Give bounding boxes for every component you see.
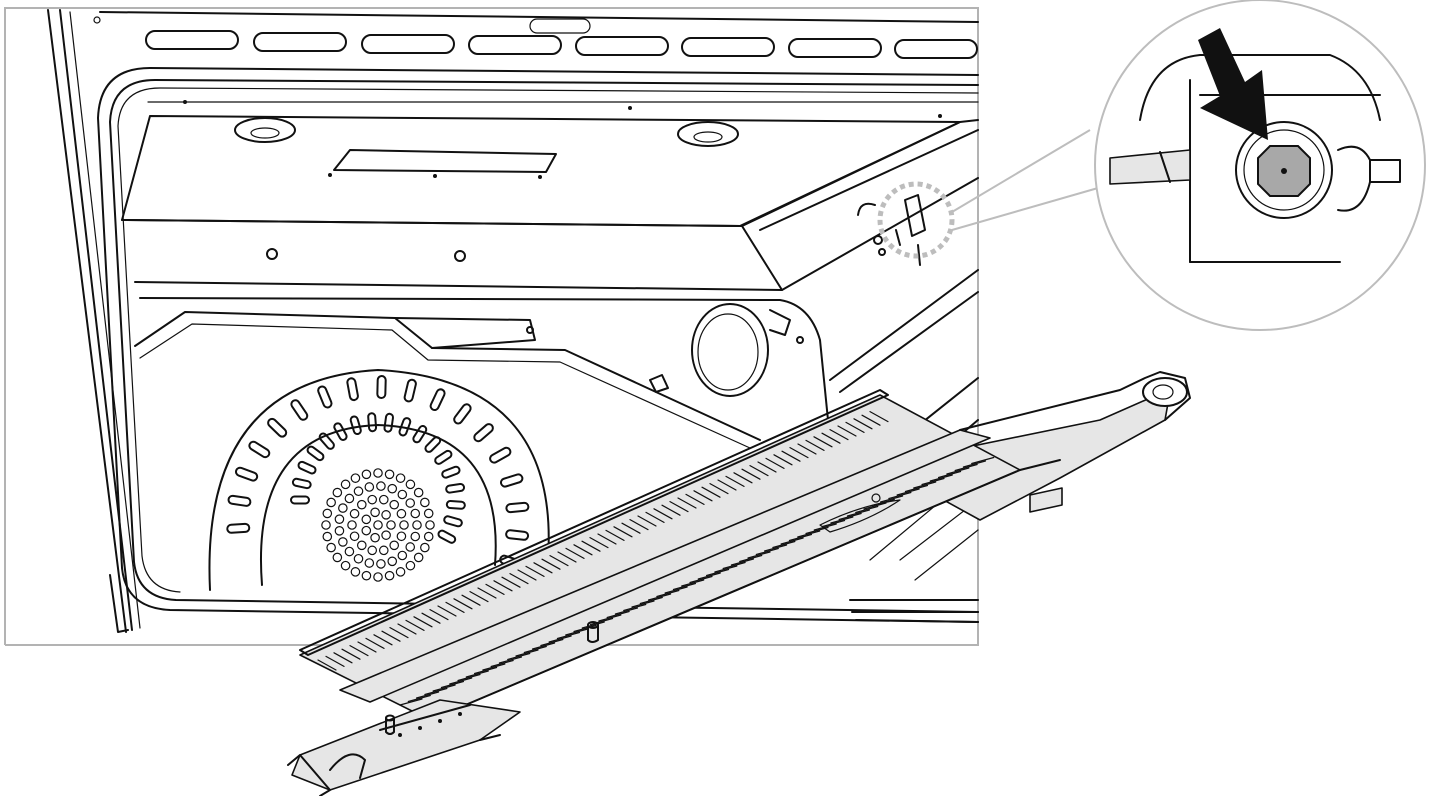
convection-fan-cover — [208, 369, 550, 596]
telescopic-rack-slide — [287, 371, 1191, 796]
press-arrow-icon — [1198, 28, 1268, 140]
oven-light — [234, 117, 739, 147]
callout-magnifier — [951, 0, 1426, 331]
rack-support-detail — [857, 194, 926, 266]
rack-slats — [317, 411, 995, 706]
mounting-stud — [587, 621, 599, 643]
oven-cavity — [4, 7, 979, 646]
detail-highlight-circle — [877, 181, 955, 259]
top-vent-slots — [145, 18, 978, 59]
oven-light-knob — [691, 303, 804, 397]
